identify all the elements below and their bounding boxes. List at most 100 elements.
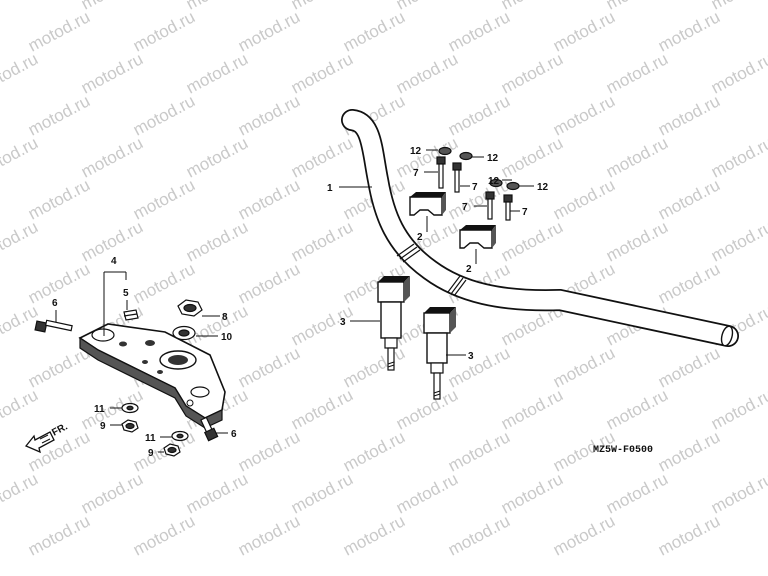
watermark-text: motod.ru: [655, 259, 723, 307]
watermark-text: motod.ru: [655, 175, 723, 223]
callout-3-right: 3: [468, 351, 474, 362]
watermark-text: motod.ru: [288, 385, 356, 433]
watermark-text: motod.ru: [550, 343, 618, 391]
watermark-text: motod.ru: [498, 217, 566, 265]
watermark-text: motod.ru: [498, 469, 566, 517]
watermark-text: motod.ru: [655, 91, 723, 139]
callout-7-b: 7: [472, 182, 478, 193]
watermark-text: motod.ru: [393, 0, 461, 14]
watermark-text: motod.ru: [708, 469, 768, 517]
watermark-text: motod.ru: [340, 7, 408, 55]
watermark-text: motod.ru: [288, 49, 356, 97]
watermark-text: motod.ru: [708, 133, 768, 181]
watermark-text: motod.ru: [235, 343, 303, 391]
watermark-text: motod.ru: [498, 385, 566, 433]
watermark-text: motod.ru: [183, 469, 251, 517]
callout-7-c: 7: [462, 202, 468, 213]
callout-11-b: 11: [145, 433, 156, 444]
watermark-text: motod.ru: [78, 0, 146, 14]
watermark-text: motod.ru: [603, 469, 671, 517]
watermark-text: motod.ru: [550, 175, 618, 223]
callout-10: 10: [221, 332, 233, 343]
watermark-text: motod.ru: [393, 385, 461, 433]
diagram-code: MZ5W-F0500: [593, 445, 653, 456]
watermark-text: motod.ru: [235, 427, 303, 475]
callout-1: 1: [327, 183, 333, 194]
watermark-text: motod.ru: [0, 385, 41, 433]
watermark-text: motod.ru: [78, 469, 146, 517]
watermark-text: motod.ru: [340, 427, 408, 475]
watermark-text: motod.ru: [130, 175, 198, 223]
watermark-text: motod.ru: [0, 217, 41, 265]
callout-8: 8: [222, 312, 228, 323]
callout-labels: 1 2 2 3 3 4 5 6 6 7 7 7 7 8 9 9 10 11 11…: [52, 146, 549, 459]
watermark-text: motod.ru: [25, 7, 93, 55]
watermark-text: motod.ru: [183, 0, 251, 14]
watermark-text: motod.ru: [603, 133, 671, 181]
watermark-text: motod.ru: [655, 511, 723, 559]
watermark-text: motod.ru: [235, 175, 303, 223]
watermark-text: motod.ru: [603, 0, 671, 14]
watermark-text: motod.ru: [0, 301, 41, 349]
callout-9-b: 9: [148, 448, 154, 459]
watermark-text: motod.ru: [183, 217, 251, 265]
watermark-text: motod.ru: [603, 385, 671, 433]
upper-holder-right: [459, 225, 496, 249]
watermark-text: motod.ru: [130, 7, 198, 55]
watermark-text: motod.ru: [708, 49, 768, 97]
watermark-text: motod.ru: [0, 49, 41, 97]
callout-11-a: 11: [94, 404, 105, 415]
nut-top: [177, 299, 203, 317]
nuts-bottom: [121, 419, 181, 457]
watermark-text: motod.ru: [340, 511, 408, 559]
watermark-text: motod.ru: [288, 469, 356, 517]
callout-6-left: 6: [52, 298, 58, 309]
callout-12-c: 12: [488, 176, 500, 187]
watermark-text: motod.ru: [340, 343, 408, 391]
watermark-text: motod.ru: [0, 133, 41, 181]
watermark-text: motod.ru: [288, 217, 356, 265]
watermark-text: motod.ru: [235, 91, 303, 139]
watermark-text: motod.ru: [393, 133, 461, 181]
watermark-text: motod.ru: [288, 301, 356, 349]
watermark-text: motod.ru: [235, 7, 303, 55]
callout-3-left: 3: [340, 317, 346, 328]
watermark-text: motod.ru: [550, 511, 618, 559]
callout-6-right: 6: [231, 429, 237, 440]
watermark-text: motod.ru: [288, 133, 356, 181]
watermark-text: motod.ru: [445, 427, 513, 475]
callout-7-a: 7: [413, 168, 419, 179]
watermark-text: motod.ru: [655, 427, 723, 475]
watermark-text: motod.ru: [25, 175, 93, 223]
watermark-text: motod.ru: [25, 511, 93, 559]
watermark-text: motod.ru: [183, 133, 251, 181]
callout-12-b: 12: [487, 153, 499, 164]
watermark-text: motod.ru: [288, 0, 356, 14]
watermark-text: motod.ru: [78, 133, 146, 181]
watermark-text: motod.ru: [0, 469, 41, 517]
lower-holder-left: [377, 276, 410, 371]
watermark-text: motod.ru: [655, 7, 723, 55]
callout-7-d: 7: [522, 207, 528, 218]
watermark-text: motod.ru: [550, 7, 618, 55]
watermark-text: motod.ru: [603, 217, 671, 265]
watermark-text: motod.ru: [25, 91, 93, 139]
watermark-text: motod.ru: [25, 259, 93, 307]
bolt-right: [200, 416, 219, 442]
watermark-text: motod.ru: [183, 49, 251, 97]
handlebar: [341, 109, 739, 347]
watermark-text: motod.ru: [498, 0, 566, 14]
watermark-text: motod.ru: [550, 91, 618, 139]
watermark-text: motod.ru: [445, 91, 513, 139]
watermark-text: motod.ru: [445, 7, 513, 55]
top-bridge: [78, 323, 226, 429]
callout-12-a: 12: [410, 146, 422, 157]
watermark-text: motod.ru: [130, 511, 198, 559]
callout-5: 5: [123, 288, 129, 299]
watermark-text: motod.ru: [445, 343, 513, 391]
watermark-text: motod.ru: [708, 217, 768, 265]
watermark-text: motod.ru: [393, 469, 461, 517]
leader-lines: [55, 149, 534, 453]
watermark-text: motod.ru: [0, 0, 41, 14]
